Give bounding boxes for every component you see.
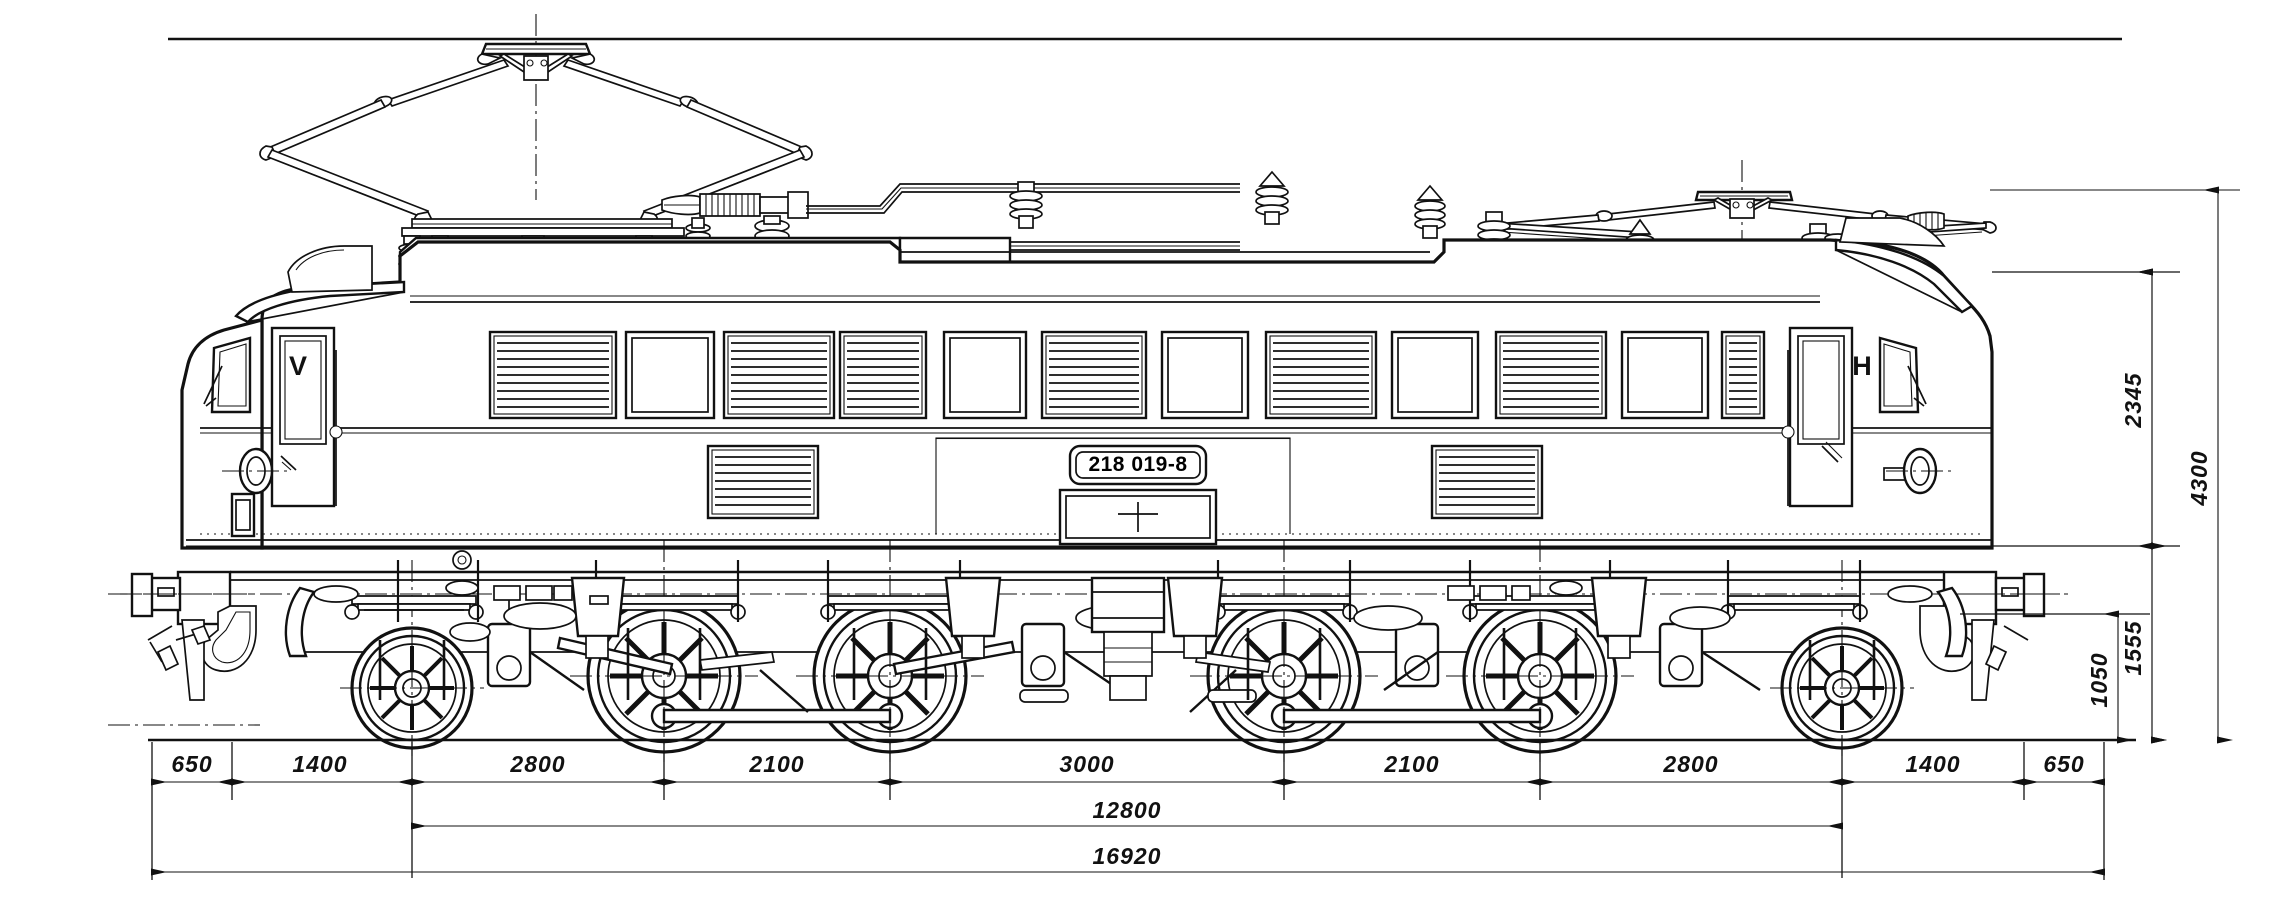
dim-label-3000-centre: 3000 (1059, 751, 1114, 777)
dimension-chain-row: 650 1400 2800 2100 3000 2100 2800 1400 6… (151, 751, 2105, 786)
side-window-1 (624, 330, 716, 420)
carrying-wheel-front (340, 560, 484, 756)
marker-lamps (222, 447, 1956, 538)
side-window-4 (1390, 330, 1480, 420)
side-window-2 (942, 330, 1028, 420)
main-circuit-breaker (661, 191, 809, 243)
side-grille-7 (1720, 330, 1766, 420)
side-grille-5 (1264, 330, 1378, 420)
dim-label-1555: 1555 (2120, 620, 2146, 675)
dim-label-1400-front: 1400 (292, 751, 347, 777)
cab-and-side-openings (203, 326, 1927, 546)
main-frame (120, 570, 2060, 653)
lamp-front (222, 447, 292, 495)
side-grille-lower-2 (1430, 444, 1544, 520)
underframe-equipment-box (1090, 576, 1166, 701)
cab-door-rear (1781, 326, 1854, 508)
driving-wheel-2 (796, 540, 984, 762)
cab-door-front (270, 326, 343, 508)
side-grille-4 (1040, 330, 1148, 420)
frame-detail-boxes (313, 550, 1933, 703)
end-mark-rear: H (1852, 351, 1872, 381)
dim-label-4300: 4300 (2186, 450, 2212, 506)
dimension-4300: 4300 (2186, 186, 2233, 744)
dim-label-2345: 2345 (2120, 372, 2146, 428)
sandbox-3 (1166, 576, 1224, 659)
side-grille-lower-1 (706, 444, 820, 520)
suspension-and-gear-detail (284, 550, 1968, 713)
side-grille-3 (838, 330, 928, 420)
brake-cylinder-1 (486, 600, 532, 688)
dimension-2345: 2345 (2120, 268, 2167, 744)
motor-housing-4 (1669, 606, 1731, 630)
brake-cylinder-2 (1020, 622, 1066, 688)
sandbox-2 (944, 576, 1002, 659)
end-mark-front: V (289, 351, 307, 381)
lamp-rear (1886, 447, 1956, 495)
sandbox-4 (1590, 576, 1648, 659)
roof-insulator-right-3 (1414, 184, 1446, 239)
dim-label-650-front: 650 (171, 751, 212, 777)
dimension-wheelbase: 12800 (411, 797, 1843, 830)
dim-label-1400-rear: 1400 (1905, 751, 1960, 777)
dim-label-2800-rear: 2800 (1662, 751, 1718, 777)
dim-label-2800-front: 2800 (509, 751, 565, 777)
side-grille-6 (1494, 330, 1608, 420)
number-plate: 218 019-8 (1068, 444, 1208, 486)
dimension-overall-length: 16920 (151, 843, 2105, 876)
dim-label-2100-rear: 2100 (1383, 751, 1439, 777)
leaf-spring-1 (344, 595, 484, 620)
side-window-5 (1620, 330, 1710, 420)
motor-housing-1 (449, 602, 577, 642)
roof-insulator-right-2 (1255, 170, 1289, 225)
dim-label-16920: 16920 (1093, 843, 1162, 869)
roof-insulator-right-1 (1009, 181, 1043, 229)
carrying-wheel-rear (1770, 560, 1914, 756)
brake-cylinder-4 (1658, 622, 1704, 688)
dim-label-12800: 12800 (1093, 797, 1162, 823)
side-grille-1 (488, 330, 618, 420)
dimension-1050: 1050 (2086, 610, 2133, 744)
dimension-extension-lines (151, 742, 2105, 880)
motor-housing-3 (1353, 605, 1423, 631)
side-window-3 (1160, 330, 1250, 420)
number-plate-text: 218 019-8 (1088, 453, 1187, 476)
side-grille-2 (722, 330, 836, 420)
dim-label-650-rear: 650 (2043, 751, 2084, 777)
centre-access-panel (1058, 488, 1218, 546)
dim-label-1050: 1050 (2086, 652, 2112, 707)
dim-label-2100-front: 2100 (748, 751, 804, 777)
